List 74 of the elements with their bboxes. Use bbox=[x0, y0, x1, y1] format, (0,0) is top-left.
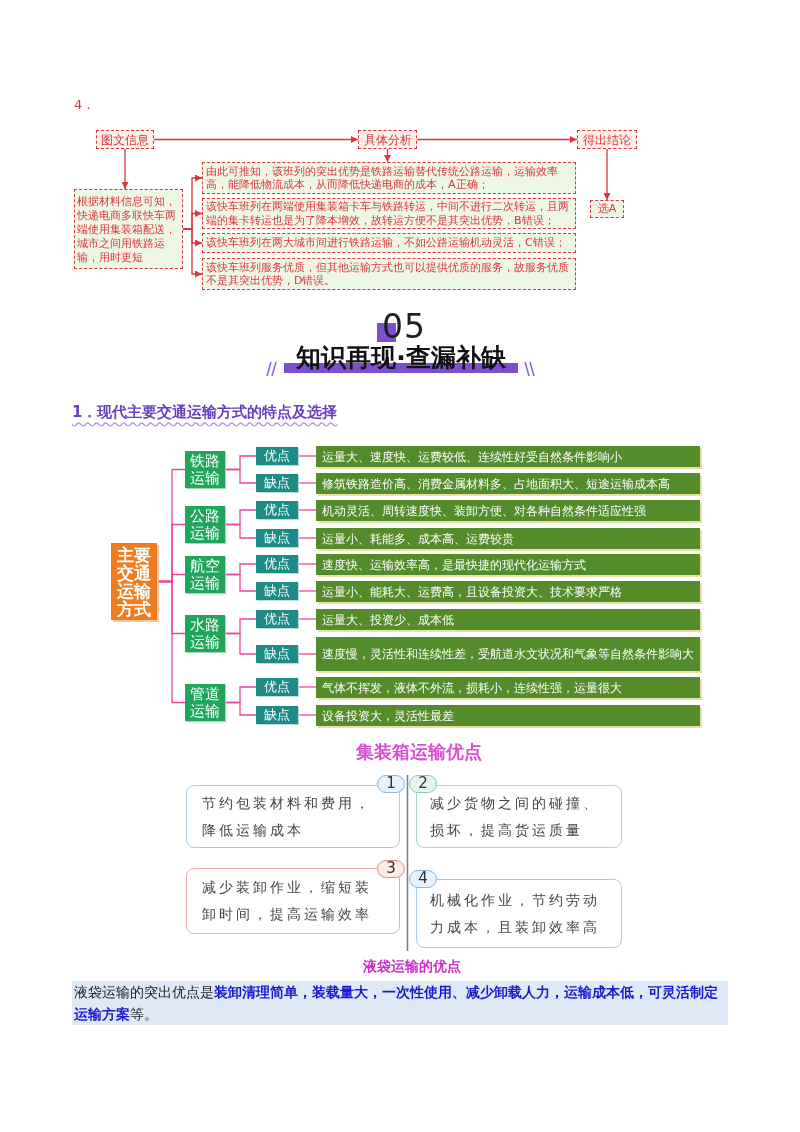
arrow bbox=[384, 148, 391, 163]
card-text: 减少货物之间的碰撞、损坏，提高货运质量 bbox=[430, 793, 601, 840]
number-tab: 1 bbox=[377, 775, 405, 793]
description-bar: 速度快、运输效率高，是最快捷的现代化运输方式 bbox=[316, 554, 700, 575]
number-tab: 4 bbox=[409, 870, 437, 888]
connector-line bbox=[224, 701, 257, 716]
step-box: 得出结论 bbox=[577, 130, 637, 149]
arrow bbox=[153, 136, 359, 143]
topic-box: 主要交通运输方式 bbox=[111, 543, 157, 620]
arrow bbox=[416, 136, 578, 143]
connector-line bbox=[224, 523, 257, 539]
connector-line bbox=[297, 455, 317, 457]
description-bar: 运量小、能耗大、运费高，且设备投资大、技术要求严格 bbox=[316, 581, 700, 602]
paragraph: 液袋运输的突出优点是装卸清理简单，装载量大，一次性使用、减少卸载人力，运输成本低，可灵活制定运输方案等。 bbox=[72, 981, 728, 1025]
number-tab: 2 bbox=[409, 775, 437, 793]
card-text: 节约包装材料和费用，降低运输成本 bbox=[202, 793, 373, 840]
description-bar: 速度慢，灵活性和连续性差，受航道水文状况和气象等自然条件影响大 bbox=[316, 637, 700, 671]
note-box: 该快车班列服务优质，但其他运输方式也可以提供优质的服务，故服务优质不是其突出优势，D错误。 bbox=[202, 258, 576, 290]
card-text: 减少装卸作业，缩短装卸时间，提高运输效率 bbox=[202, 878, 373, 924]
note-box: 该快车班列在两大城市间进行铁路运输，不如公路运输机动灵活，C错误； bbox=[202, 233, 576, 253]
tag-box: 优点 bbox=[256, 501, 298, 519]
connector-line bbox=[297, 482, 317, 484]
card-text: 机械化作业，节约劳动力成本，且装卸效率高 bbox=[430, 890, 601, 937]
connector-line bbox=[297, 590, 317, 592]
arrow bbox=[603, 148, 611, 201]
step-box: 具体分析 bbox=[358, 130, 417, 149]
note-box: 根据材料信息可知，快递电商多联快车两端使用集装箱配送，城市之间用铁路运输，用时更短 bbox=[74, 189, 183, 269]
tag-box: 优点 bbox=[256, 555, 298, 573]
tag-box: 优点 bbox=[256, 678, 298, 696]
category-box: 管道运输 bbox=[185, 684, 225, 721]
description-bar: 机动灵活、周转速度快、装卸方便、对各种自然条件适应性强 bbox=[316, 500, 700, 521]
description-bar: 气体不挥发，液体不外流，损耗小，连续性强，运量很大 bbox=[316, 677, 700, 698]
heading: 1．现代主要交通运输方式的特点及选择 bbox=[72, 403, 338, 422]
tag-box: 缺点 bbox=[256, 529, 298, 547]
description-bar: 修筑铁路造价高、消费金属材料多、占地面积大、短途运输成本高 bbox=[316, 473, 700, 494]
connector-line bbox=[224, 632, 257, 655]
tag-box: 缺点 bbox=[256, 474, 298, 492]
tag-box: 缺点 bbox=[256, 645, 298, 663]
tag-box: 缺点 bbox=[256, 582, 298, 600]
category-box: 水路运输 bbox=[185, 615, 225, 652]
tag-box: 优点 bbox=[256, 447, 298, 465]
note-box: 由此可推知，该班列的突出优势是铁路运输替代传统公路运输，运输效率高，能降低物流成本，从而降低快递电商的成本，A正确； bbox=[202, 162, 576, 194]
connector-line bbox=[297, 618, 317, 620]
heading: 集装箱运输优点 bbox=[356, 741, 482, 763]
connector-line bbox=[297, 686, 317, 688]
connector-line bbox=[297, 537, 317, 539]
problem-number: 4． bbox=[74, 97, 96, 113]
numbered-card bbox=[186, 775, 405, 848]
description-bar: 运量大、投资少、成本低 bbox=[316, 609, 700, 630]
tag-box: 缺点 bbox=[256, 706, 298, 724]
description-bar: 运量小、耗能多、成本高、运费较贵 bbox=[316, 528, 700, 549]
category-box: 航空运输 bbox=[185, 556, 225, 593]
description-bar: 运量大、速度快、运费较低、连续性好受自然条件影响小 bbox=[316, 446, 700, 467]
connector-line bbox=[224, 573, 257, 592]
category-box: 公路运输 bbox=[185, 506, 225, 543]
arrow bbox=[182, 228, 203, 278]
note-box: 该快车班列在两端使用集装箱卡车与铁路转运，中间不进行二次转运，且两端的集卡转运也是为了降本增效，故转运方便不是其突出优势，B错误； bbox=[202, 198, 576, 229]
connector-line bbox=[297, 714, 317, 716]
numbered-card bbox=[409, 870, 622, 948]
category-box: 铁路运输 bbox=[185, 451, 225, 488]
description-bar: 设备投资大，灵活性最差 bbox=[316, 705, 700, 726]
subtitle: 液袋运输的优点 bbox=[363, 957, 461, 975]
numbered-card bbox=[409, 775, 622, 848]
number-tab: 3 bbox=[377, 860, 405, 878]
step-box: 图文信息 bbox=[96, 130, 154, 149]
connector-line bbox=[224, 468, 257, 484]
tag-box: 优点 bbox=[256, 610, 298, 628]
connector-line bbox=[297, 509, 317, 511]
connector-line bbox=[297, 563, 317, 565]
answer-box: 选A bbox=[590, 200, 624, 218]
connector-line bbox=[297, 653, 317, 655]
connector-line bbox=[156, 580, 186, 704]
numbered-card bbox=[186, 860, 405, 934]
arrow bbox=[121, 148, 129, 190]
